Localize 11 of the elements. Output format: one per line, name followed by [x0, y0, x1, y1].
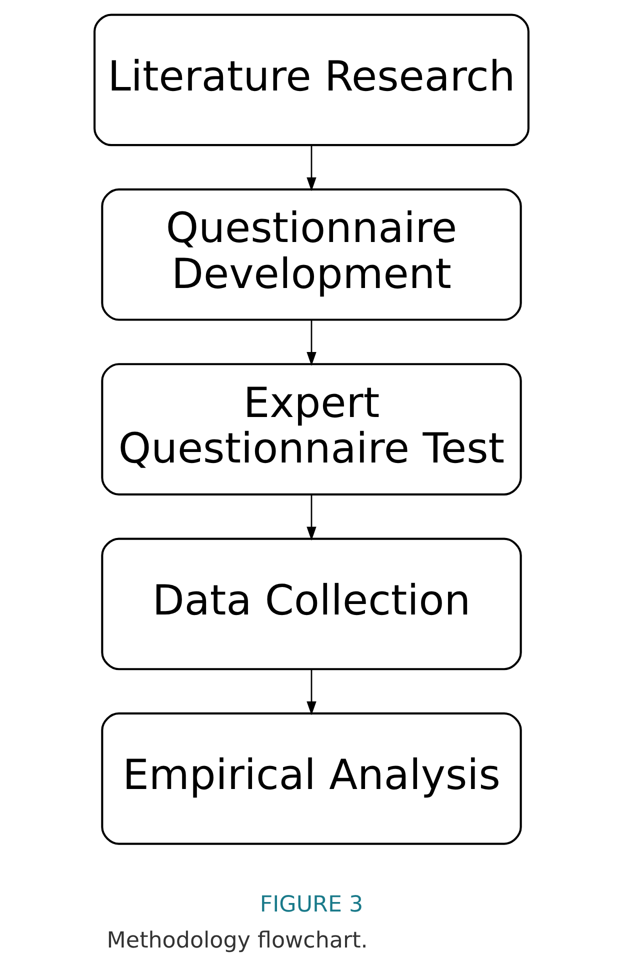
node-box: Empirical Analysis — [101, 712, 522, 844]
node-box: Literature Research — [94, 13, 530, 146]
label: FIGURE 3 — [260, 890, 364, 917]
arrow — [306, 494, 316, 540]
node-box: Questionnaire Development — [101, 188, 522, 320]
node-box: Expert Questionnaire Test — [101, 362, 522, 495]
node-box: Data Collection — [101, 537, 522, 670]
arrow — [306, 668, 316, 715]
caption: Methodology flowchart. — [106, 926, 368, 953]
arrow — [306, 144, 316, 191]
arrow — [306, 320, 316, 366]
